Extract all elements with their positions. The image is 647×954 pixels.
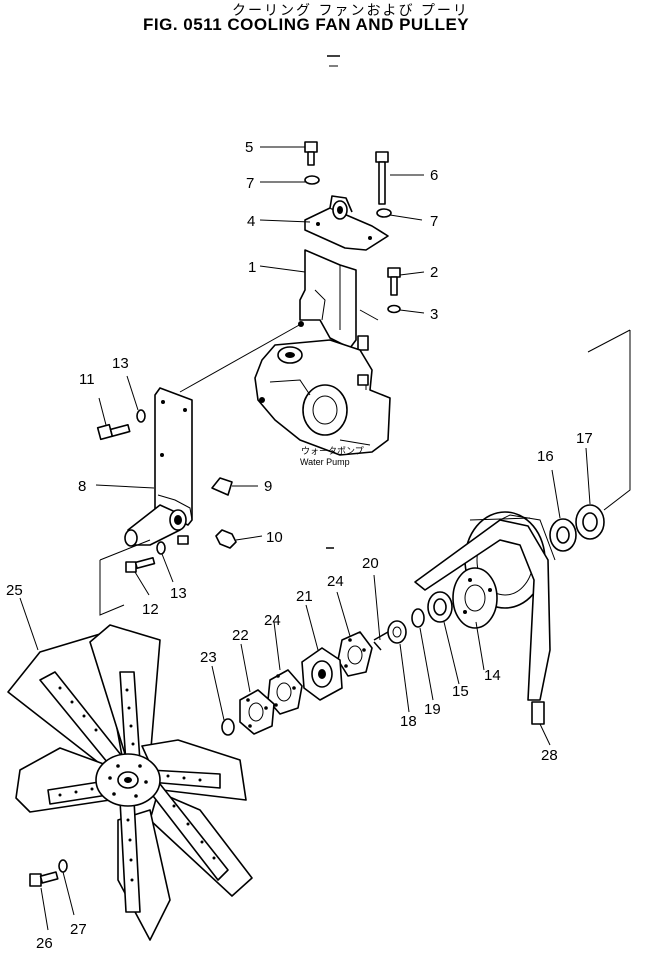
bolt-part-12 (125, 556, 156, 573)
callout-3: 3 (430, 306, 438, 323)
water-pump-label: Water Pump (300, 457, 350, 467)
callout-20: 20 (362, 555, 379, 572)
washer-part-7-right (376, 208, 392, 218)
page-title-japanese: クーリング ファンおよび プーリ (232, 3, 469, 19)
bolt-part-5 (304, 141, 318, 166)
callout-numbers: 5 7 4 1 6 7 2 3 11 13 8 9 10 12 13 17 16… (6, 139, 593, 952)
washer-part-13-lower (156, 541, 166, 555)
spacer-part-19 (411, 608, 425, 628)
callout-8: 8 (78, 478, 86, 495)
callout-2: 2 (430, 264, 438, 281)
washer-part-27 (58, 859, 68, 873)
callout-17: 17 (576, 430, 593, 447)
callout-18: 18 (400, 713, 417, 730)
bearing-part-15 (427, 591, 453, 623)
callout-24-upper: 24 (327, 573, 344, 590)
title-mark (327, 55, 340, 67)
spacer-part-22 (239, 689, 275, 735)
hub-part-21 (301, 647, 343, 701)
bolt-part-6 (375, 151, 389, 205)
cooling-fan-part-25 (7, 624, 253, 941)
callout-9: 9 (264, 478, 272, 495)
washer-part-13-upper (136, 409, 146, 423)
leader-lines (19, 146, 591, 931)
pin-part-20 (373, 631, 389, 641)
callout-7-right: 7 (430, 213, 438, 230)
leader-link (179, 323, 302, 393)
plug-part-9 (211, 477, 233, 496)
callout-5: 5 (245, 139, 253, 156)
bolt-part-11 (96, 423, 131, 441)
page-title: FIG. 0511 COOLING FAN AND PULLEY (143, 15, 470, 34)
nut-part-18 (387, 620, 407, 644)
reference-line (99, 560, 125, 616)
callout-11: 11 (79, 371, 95, 388)
water-pump-label-japanese: ウォータポンプ (301, 446, 364, 456)
spacer-part-24-upper (337, 631, 373, 677)
washer-part-7-upper (304, 175, 320, 185)
washer-part-3 (387, 304, 401, 314)
bearing-part-16 (549, 518, 577, 552)
fan-belt-part-28 (414, 514, 556, 725)
callout-12: 12 (142, 601, 159, 618)
callout-23: 23 (200, 649, 217, 666)
adjusting-bracket-part-8 (124, 387, 193, 547)
bearing-part-17 (575, 504, 605, 540)
callout-6: 6 (430, 167, 438, 184)
bolt-part-26 (29, 871, 59, 887)
callout-16: 16 (537, 448, 554, 465)
callout-24-lower: 24 (264, 612, 281, 629)
callout-1: 1 (248, 259, 256, 276)
callout-19: 19 (424, 701, 441, 718)
callout-13-lower: 13 (170, 585, 187, 602)
fitting-part-10 (215, 529, 237, 549)
callout-26: 26 (36, 935, 53, 952)
callout-28: 28 (541, 747, 558, 764)
mounting-bracket-part-1 (298, 249, 379, 351)
callout-15: 15 (452, 683, 469, 700)
callout-10: 10 (266, 529, 283, 546)
callout-21: 21 (296, 588, 313, 605)
callout-27: 27 (70, 921, 87, 938)
callout-13-upper: 13 (112, 355, 129, 372)
nut-part-23 (221, 718, 235, 736)
callout-22: 22 (232, 627, 249, 644)
bracket-plate-part-4 (304, 195, 389, 251)
callout-4: 4 (247, 213, 255, 230)
bolt-part-2 (387, 267, 401, 296)
callout-7-upper: 7 (246, 175, 254, 192)
callout-25: 25 (6, 582, 23, 599)
callout-14: 14 (484, 667, 501, 684)
water-pump-housing (254, 339, 391, 456)
